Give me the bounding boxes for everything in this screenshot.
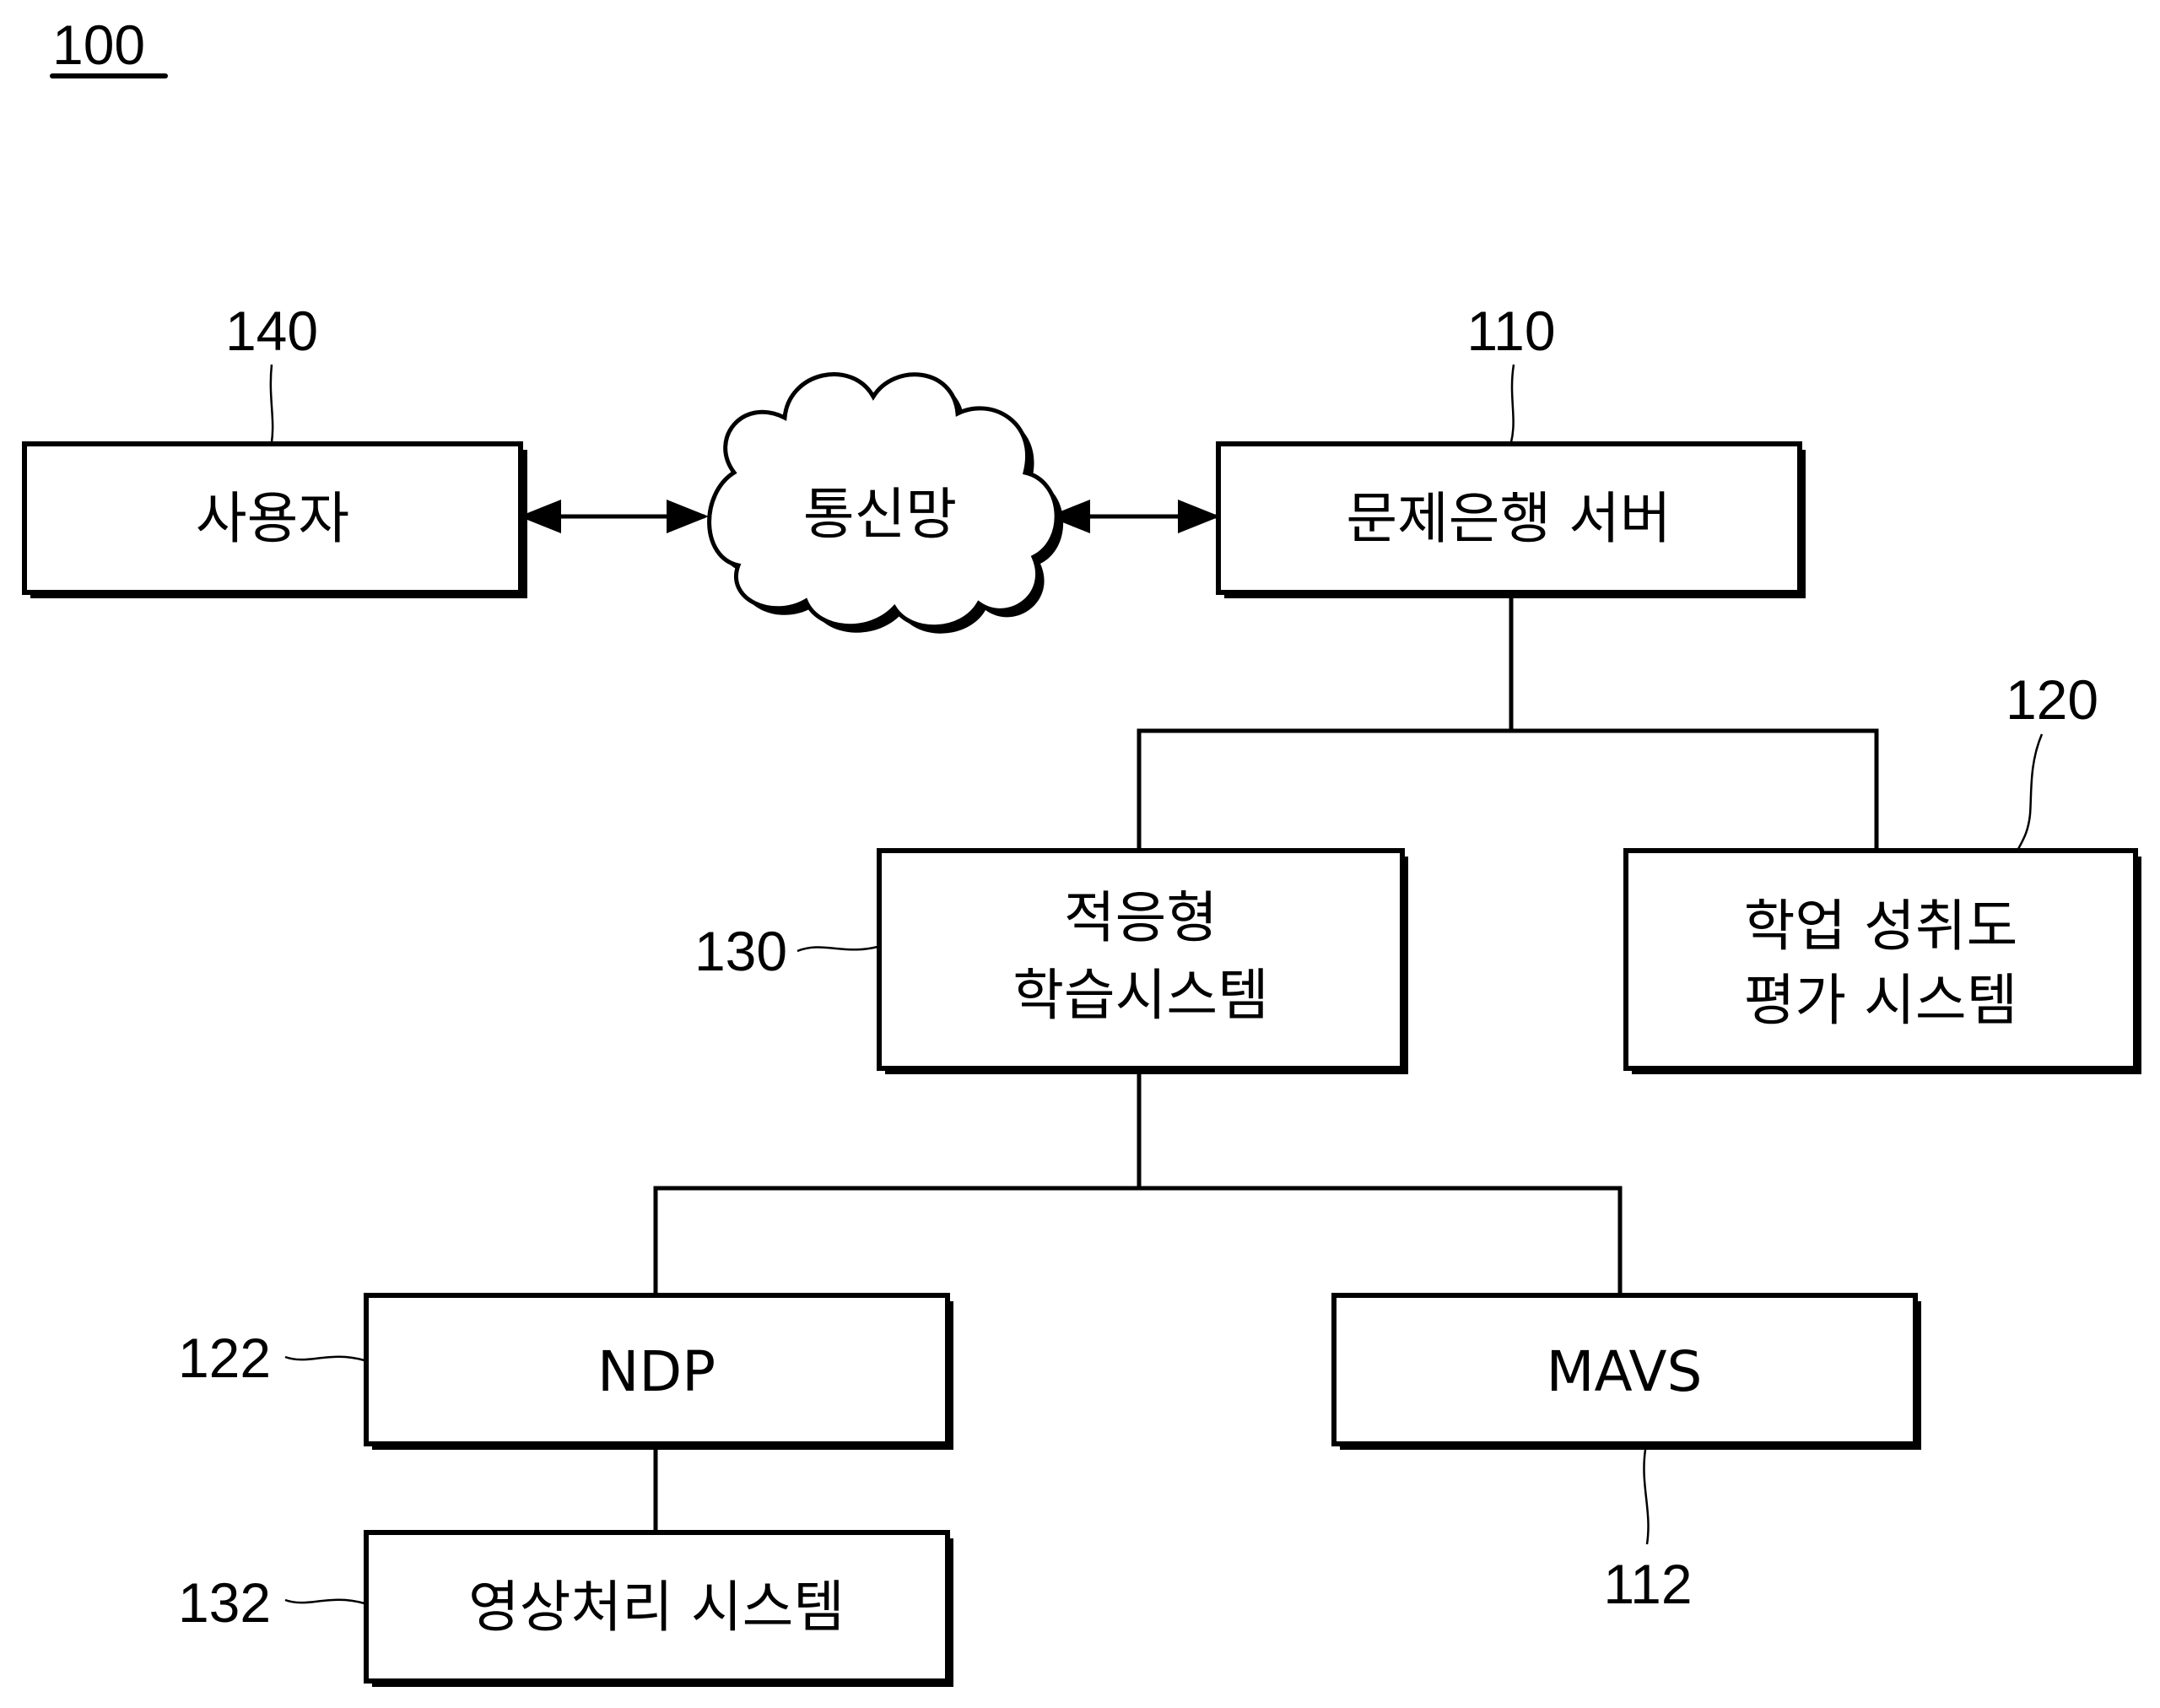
node-user-label: 사용자 — [196, 486, 349, 551]
node-imaging[interactable]: 영상처리 시스템 — [364, 1530, 953, 1687]
node-user[interactable]: 사용자 — [22, 441, 527, 598]
node-assessment-line1: 학업 성취도 — [1744, 894, 2018, 959]
node-server-label: 문제은행 서버 — [1346, 486, 1671, 551]
ref-130: 130 — [694, 920, 787, 982]
box-frame — [364, 1293, 950, 1446]
cloud-icon — [707, 372, 1059, 630]
leader-140 — [269, 364, 274, 443]
node-assessment-line2: 평가 시스템 — [1744, 968, 2018, 1033]
box-frame — [1623, 848, 2138, 1071]
leader-112 — [1643, 1449, 1650, 1545]
leader-130 — [796, 945, 878, 953]
node-ndp-label: NDP — [597, 1339, 716, 1404]
ref-132: 132 — [178, 1571, 271, 1634]
edge-adaptive-branches — [653, 1186, 1623, 1295]
node-server[interactable]: 문제은행 서버 — [1216, 441, 1806, 598]
node-network-label: 통신망 — [803, 482, 957, 547]
ref-122: 122 — [178, 1327, 271, 1389]
node-network[interactable]: 통신망 — [707, 372, 1064, 634]
node-adaptive-line1: 적응형 — [1064, 885, 1218, 950]
leader-122 — [284, 1355, 365, 1362]
connectors — [519, 500, 1879, 1532]
figure-number: 100 — [50, 14, 168, 78]
box-frame — [877, 848, 1405, 1071]
node-mavs[interactable]: MAVS — [1331, 1293, 1921, 1450]
ref-110: 110 — [1466, 300, 1555, 362]
leader-120 — [2017, 733, 2044, 850]
node-mavs-label: MAVS — [1547, 1339, 1703, 1404]
node-adaptive[interactable]: 적응형 학습시스템 — [877, 848, 1408, 1074]
figure-number-text: 100 — [52, 14, 145, 76]
box-frame — [1216, 441, 1802, 595]
box-frame — [364, 1530, 950, 1684]
node-ndp[interactable]: NDP — [364, 1293, 953, 1450]
edge-server-branches — [1137, 728, 1879, 851]
box-frame — [1331, 1293, 1918, 1446]
ref-140: 140 — [225, 300, 318, 362]
leader-132 — [284, 1598, 365, 1605]
node-adaptive-line2: 학습시스템 — [1012, 963, 1269, 1028]
box-frame — [22, 441, 523, 595]
node-assessment[interactable]: 학업 성취도 평가 시스템 — [1623, 848, 2141, 1074]
ref-120: 120 — [2006, 668, 2098, 731]
node-imaging-label: 영상처리 시스템 — [468, 1575, 845, 1640]
ref-112: 112 — [1603, 1553, 1692, 1615]
leader-110 — [1509, 364, 1515, 443]
